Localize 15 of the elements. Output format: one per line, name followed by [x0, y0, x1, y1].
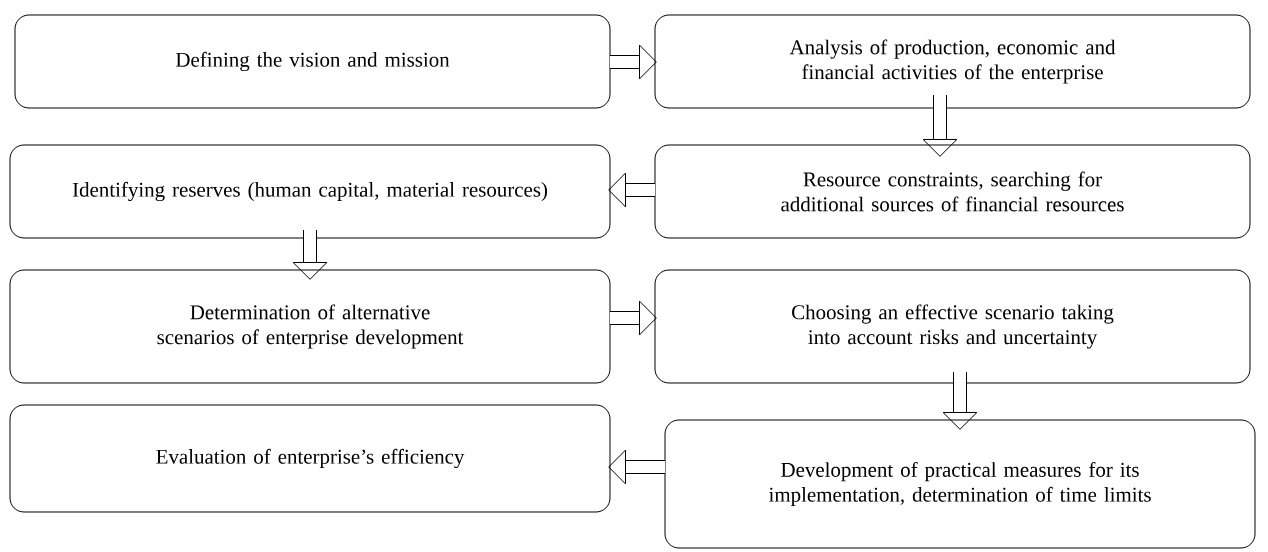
- process-box: Evaluation of enterprise’s efficiency: [9, 404, 611, 513]
- block-arrow: [608, 449, 665, 485]
- process-box: Identifying reserves (human capital, material resources): [9, 144, 611, 239]
- process-box: Analysis of production, economic and financial activities of the enterprise: [654, 14, 1251, 109]
- block-arrow: [942, 372, 978, 430]
- block-arrow: [608, 172, 655, 208]
- block-arrow: [292, 230, 328, 280]
- process-box: Defining the vision and mission: [14, 14, 611, 109]
- process-box: Resource constraints, searching for additional sources of financial resources: [654, 144, 1251, 239]
- block-arrow: [610, 44, 657, 80]
- block-arrow: [922, 95, 958, 157]
- process-box: Determination of alternative scenarios of enterprise development: [9, 269, 611, 384]
- process-box: Development of practical measures for its implementation, determination of time limits: [664, 419, 1256, 549]
- block-arrow: [610, 300, 657, 336]
- process-box: Choosing an effective scenario taking into account risks and uncertainty: [654, 269, 1251, 384]
